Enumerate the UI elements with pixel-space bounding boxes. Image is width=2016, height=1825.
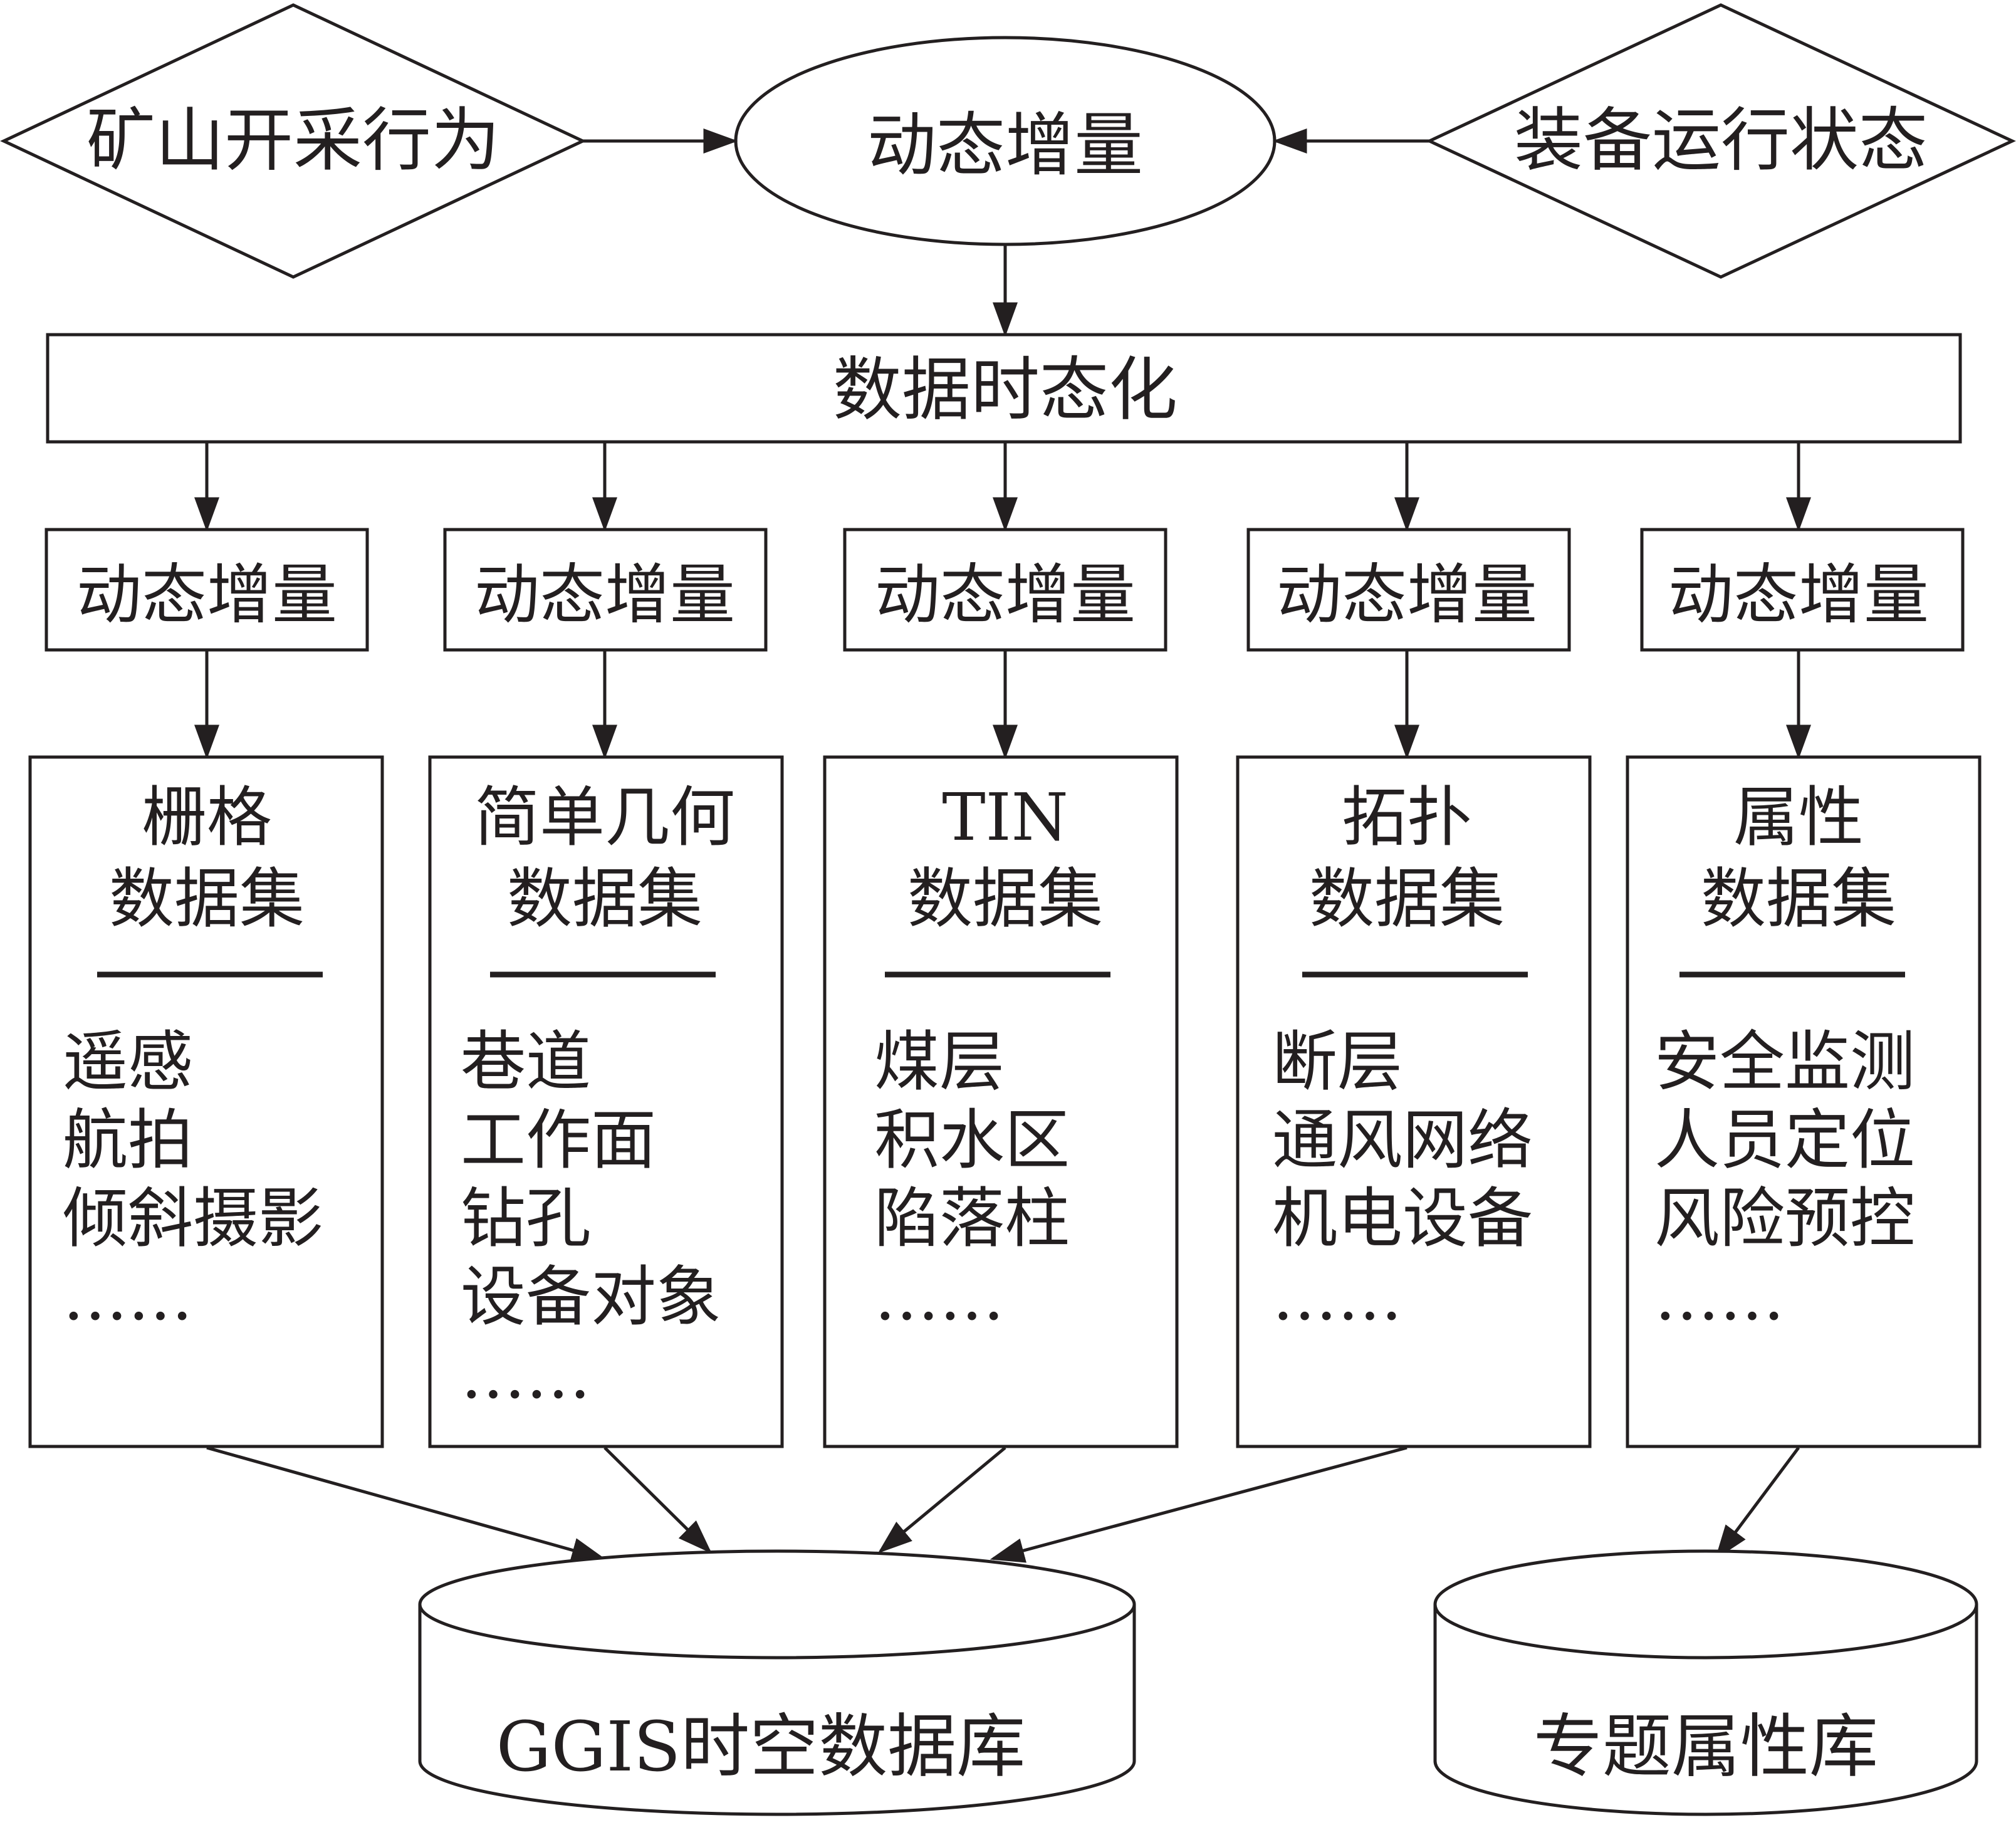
- increment-box: [44, 528, 369, 652]
- mining-behavior-label: 矿山开采行为: [86, 100, 500, 180]
- dataset-item: 遥感: [63, 1023, 193, 1100]
- dataset-item: 巷道: [461, 1023, 591, 1100]
- dataset-item: 工作面: [461, 1102, 656, 1178]
- increment-box: [1640, 528, 1965, 652]
- increment-label: 动态增量: [474, 557, 735, 633]
- dataset-column: 动态增量简单几何数据集巷道工作面钻孔设备对象……: [428, 442, 784, 1448]
- dataset-title-line: 数据集: [507, 860, 702, 937]
- dataset-title-line: 简单几何: [474, 779, 735, 855]
- dynamic-increment-ellipse-label: 动态增量: [867, 105, 1143, 186]
- dataset-item: ……: [874, 1258, 1005, 1335]
- dataset-box: [823, 755, 1179, 1448]
- dataset-item: ……: [461, 1337, 591, 1413]
- mining-behavior-node: 矿山开采行为: [0, 3, 587, 279]
- dataset-item: 风险预控: [1654, 1180, 1915, 1257]
- dataset-item: ……: [63, 1258, 193, 1335]
- increment-box: [443, 528, 768, 652]
- dataset-title-line: 数据集: [109, 860, 305, 937]
- dataset-item: ……: [1654, 1258, 1785, 1335]
- dataset-item: 积水区: [874, 1102, 1070, 1178]
- dataset-box: [1236, 755, 1592, 1448]
- dataset-title-line: 属性: [1733, 779, 1864, 855]
- bottom-arrows: [206, 1446, 1800, 1563]
- increment-box: [1246, 528, 1571, 652]
- arrow-geometry-to-ggis: [603, 1446, 712, 1554]
- increment-label: 动态增量: [875, 557, 1136, 633]
- ggis-database-label: GGIS时空数据库: [496, 1707, 1026, 1787]
- dataset-box: [428, 755, 784, 1448]
- equipment-status-node: 装备运行状态: [1426, 3, 2016, 279]
- dataset-item: ……: [1272, 1258, 1402, 1335]
- dataset-item: 钻孔: [461, 1180, 591, 1257]
- data-temporalization-label: 数据时态化: [833, 350, 1178, 430]
- dataset-item: 断层: [1272, 1023, 1402, 1100]
- dataset-item: 安全监测: [1654, 1023, 1915, 1100]
- dataset-title-line: 数据集: [1701, 860, 1896, 937]
- ggis-spatiotemporal-database: GGIS时空数据库: [418, 1549, 1136, 1816]
- dataset-title-line: TIN: [942, 779, 1068, 855]
- dataset-column: 动态增量栅格数据集遥感航拍倾斜摄影……: [28, 442, 384, 1448]
- thematic-attribute-database: 专题属性库: [1433, 1549, 1978, 1816]
- dataset-column: 动态增量属性数据集安全监测人员定位风险预控……: [1626, 442, 1982, 1448]
- dataset-item: 航拍: [63, 1102, 193, 1178]
- dataset-title-line: 数据集: [907, 860, 1103, 937]
- dynamic-increment-ellipse: 动态增量: [734, 36, 1277, 246]
- arrow-attribute-to-thematic: [1715, 1446, 1800, 1560]
- arrow-tin-to-ggis: [877, 1446, 1006, 1554]
- dataset-item: 陷落柱: [874, 1180, 1070, 1257]
- data-temporalization-bar: 数据时态化: [46, 333, 1962, 444]
- dataset-item: 煤层: [874, 1023, 1005, 1100]
- arrow-topology-to-ggis: [990, 1446, 1408, 1563]
- dataset-column: 动态增量 TIN数据集煤层积水区陷落柱……: [823, 442, 1179, 1448]
- dataset-box: [1626, 755, 1982, 1448]
- dataset-columns: 动态增量栅格数据集遥感航拍倾斜摄影……动态增量简单几何数据集巷道工作面钻孔设备对…: [28, 442, 1982, 1448]
- equipment-status-label: 装备运行状态: [1514, 100, 1928, 180]
- dataset-title-line: 拓扑: [1342, 779, 1472, 855]
- increment-label: 动态增量: [1277, 557, 1537, 633]
- dataset-title-line: 数据集: [1309, 860, 1505, 937]
- dataset-column: 动态增量拓扑数据集断层通风网络机电设备……: [1236, 442, 1592, 1448]
- dataset-item: 人员定位: [1654, 1102, 1915, 1178]
- dataset-title-line: 栅格: [142, 779, 272, 855]
- thematic-database-label: 专题属性库: [1533, 1707, 1878, 1787]
- increment-label: 动态增量: [1668, 557, 1929, 633]
- increment-box: [843, 528, 1167, 652]
- increment-label: 动态增量: [76, 557, 337, 633]
- dataset-item: 设备对象: [461, 1258, 721, 1335]
- dataset-item: 机电设备: [1272, 1180, 1533, 1257]
- dataset-item: 倾斜摄影: [63, 1180, 323, 1257]
- arrow-raster-to-ggis: [206, 1446, 607, 1562]
- dataset-box: [28, 755, 384, 1448]
- dataset-item: 通风网络: [1272, 1102, 1533, 1178]
